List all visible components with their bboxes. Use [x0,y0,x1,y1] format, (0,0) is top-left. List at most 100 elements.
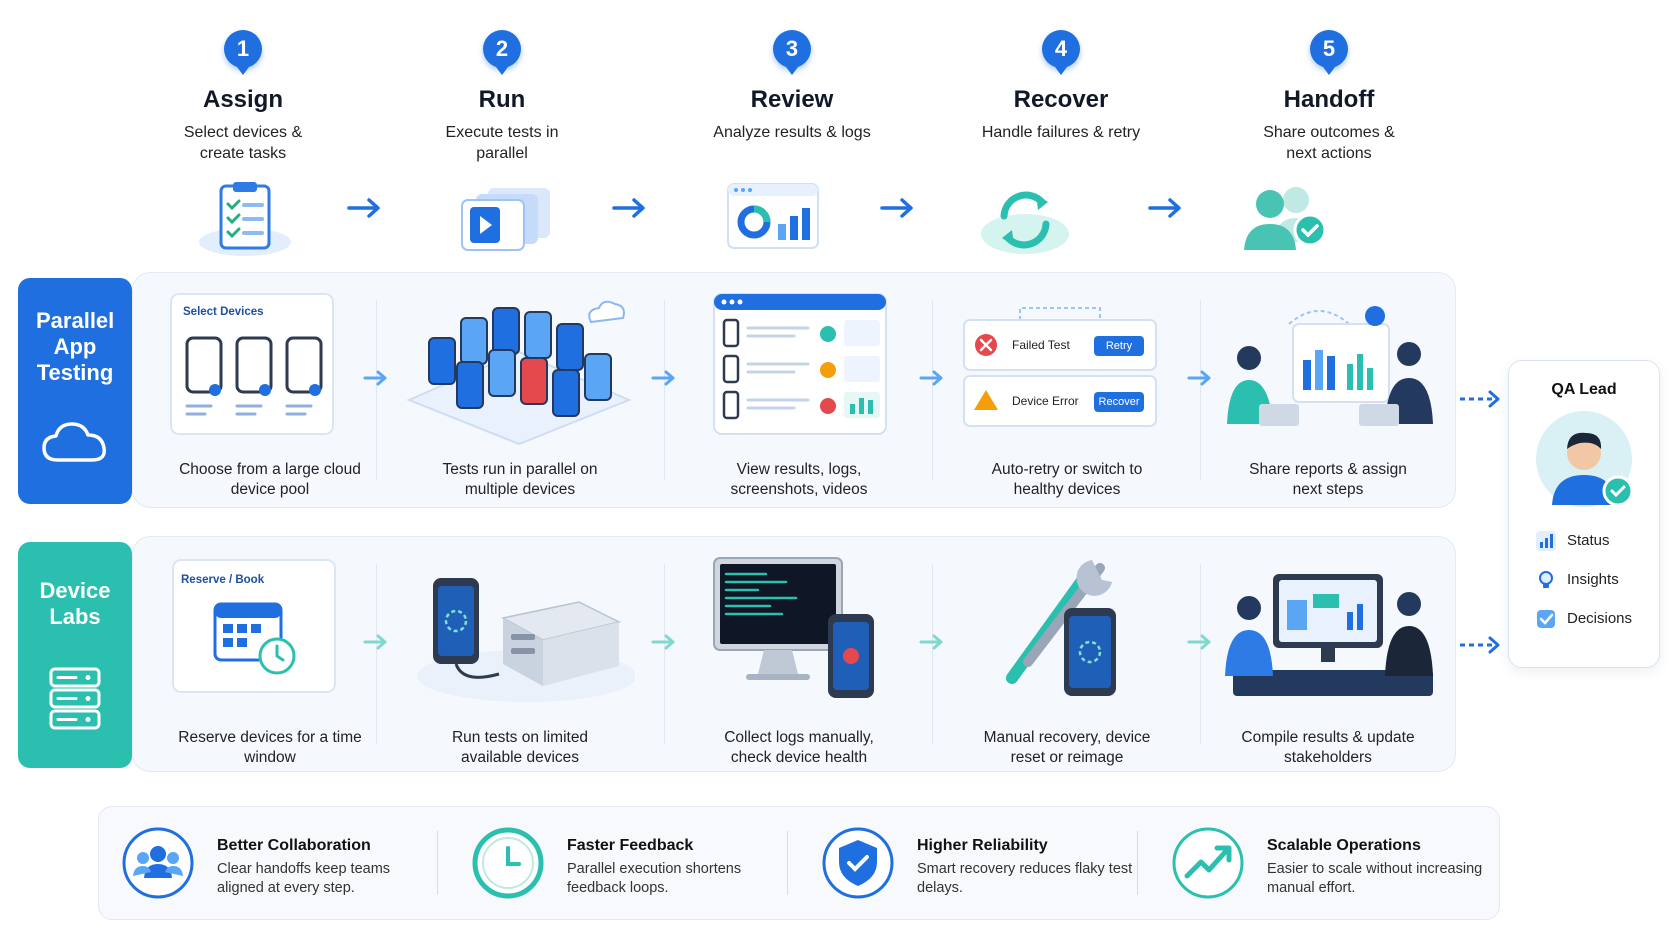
cell-caption: Reserve devices for a time window [178,729,362,766]
arrow-right-icon [1187,634,1211,650]
meeting-review-illustration [1225,574,1433,696]
cell-caption: Tests run in parallel on multiple device… [442,461,598,498]
step-description: Share outcomes & next actions [1263,124,1395,162]
qa-item-insights: Insights [1535,568,1619,592]
divider [1200,300,1201,480]
step-description: Select devices & create tasks [183,124,303,162]
arrow-right-icon [880,198,913,218]
cell-collect-logs: Collect logs manually, check device heal… [666,544,932,766]
divider [376,300,377,480]
retry-cards-illustration [963,307,1157,427]
cell-caption: Choose from a large cloud device pool [179,461,361,498]
cell-caption: Compile results & update stakeholders [1241,729,1415,766]
step-number-badge: 2 [483,30,521,75]
monitor-and-phone-illustration [713,557,874,698]
team-handoff-icon [1244,187,1327,250]
divider [664,564,665,744]
arrow-right-icon [651,370,675,386]
cell-caption: Run tests on limited available devices [451,729,589,766]
divider [376,564,377,744]
cell-select-devices: Select Devices Choose from a large cloud… [137,280,403,500]
cell-caption: Collect logs manually, check device heal… [724,729,874,766]
cell-parallel-run: Tests run in parallel on multiple device… [387,280,653,500]
step-title: Run [478,86,526,113]
cell-manual-recovery: Manual recovery, device reset or reimage [934,544,1200,766]
qa-lead-title: QA Lead [1551,381,1617,398]
step-number-badge: 1 [224,30,262,75]
team-report-illustration [1227,306,1433,426]
device-error-label: Device Error [1012,394,1079,408]
qa-lead-panel: QA Lead Status Insights Decisions [1508,360,1660,668]
benefit-description: Smart recovery reduces flaky test delays… [917,861,1133,896]
step-run: 2 Run Execute tests in parallel [392,30,612,164]
trend-up-icon [1172,827,1244,899]
play-window-icon [461,188,550,251]
benefit-collaboration: Better Collaboration Clear handoffs keep… [99,807,449,919]
step-number-badge: 4 [1042,30,1080,75]
cell-limited-devices: Run tests on limited available devices [387,544,653,766]
refresh-cycle-icon [981,191,1069,254]
qa-item-decisions: Decisions [1535,607,1632,631]
retry-button[interactable]: Retry [1105,340,1133,352]
server-rack-icon [49,667,101,730]
lane-label-labs: Device Labs [18,542,132,768]
step-review: 3 Review Analyze results & logs [682,30,902,143]
step-title: Recover [1013,86,1109,113]
benefits-bar: Better Collaboration Clear handoffs keep… [98,806,1500,920]
arrow-right-icon [919,370,943,386]
step-description: Analyze results & logs [713,124,871,141]
benefit-description: Parallel execution shortens feedback loo… [567,861,742,896]
step-title: Review [750,86,834,113]
qa-lead-avatar [1536,411,1634,507]
checkbox-icon [1537,610,1555,629]
bar-chart-icon [1536,531,1556,552]
benefit-title: Scalable Operations [1267,837,1421,854]
step-description: Execute tests in parallel [445,124,559,162]
qa-item-label: Status [1567,532,1610,549]
benefit-title: Higher Reliability [917,837,1048,854]
benefit-reliability: Higher Reliability Smart recovery reduce… [799,807,1149,919]
cell-auto-retry: Failed Test Retry Device Error Recover A… [934,280,1200,500]
cell-caption: Auto-retry or switch to healthy devices [991,461,1143,498]
arrow-right-icon [347,198,380,218]
team-icon [122,827,194,899]
cell-share-reports: Share reports & assign next steps [1195,280,1461,500]
divider [437,831,438,895]
cell-view-results: View results, logs, screenshots, videos [666,280,932,500]
clipboard-checklist-icon [199,182,291,256]
arrow-right-icon [363,370,387,386]
step-title: Handoff [1283,86,1375,113]
benefit-title: Better Collaboration [217,837,371,854]
analytics-dashboard-icon [727,183,819,249]
wrench-and-phone-illustration [1006,560,1116,696]
recover-button[interactable]: Recover [1098,396,1140,408]
benefit-description: Easier to scale without increasing manua… [1267,861,1483,896]
divider [787,831,788,895]
qa-item-status: Status [1535,529,1610,553]
benefit-description: Clear handoffs keep teams aligned at eve… [217,861,391,896]
shield-check-icon [822,827,894,899]
step-handoff: 5 Handoff Share outcomes & next actions [1219,30,1439,164]
arrow-right-icon [919,634,943,650]
dashed-arrow-icon [1460,390,1500,408]
divider [664,300,665,480]
cell-compile-results: Compile results & update stakeholders [1195,544,1461,766]
cell-caption: View results, logs, screenshots, videos [730,461,868,498]
arrow-right-icon [1148,198,1181,218]
cell-reserve-devices: Reserve / Book Reserve devices for a tim… [137,544,403,766]
phone-and-server-illustration [417,578,635,702]
lane-title: Parallel App Testing [36,308,115,385]
arrow-right-icon [363,634,387,650]
parallel-devices-illustration [406,300,632,446]
panel-title: Reserve / Book [181,574,265,586]
qa-item-label: Insights [1567,571,1619,588]
step-number-badge: 5 [1310,30,1348,75]
lane-title: Device Labs [39,578,111,629]
lane-label-parallel: Parallel App Testing [18,278,132,504]
arrow-right-icon [612,198,645,218]
qa-item-label: Decisions [1567,610,1633,627]
cloud-icon [42,422,106,462]
divider [932,300,933,480]
step-title: Assign [202,86,283,113]
step-description: Handle failures & retry [981,124,1141,141]
